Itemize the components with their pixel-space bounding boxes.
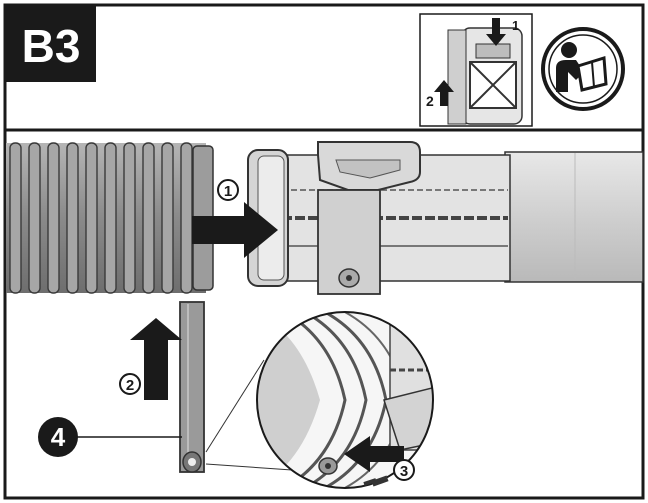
hose-rib: [85, 142, 98, 294]
callout-screw: 3: [400, 463, 408, 480]
corrugated-hose: [6, 142, 214, 294]
inset-callout-left: 2: [426, 93, 434, 109]
clip-rod: [179, 301, 205, 473]
inset-callout-top: 1: [512, 18, 519, 33]
hose-rib: [104, 142, 117, 294]
inset-up-arrow: [434, 80, 454, 106]
step-badge: B3: [6, 6, 96, 82]
screw-arrow: [344, 436, 404, 472]
hose-rib: [123, 142, 136, 294]
blower-outlet: [247, 141, 644, 295]
callout-attach: 1: [224, 183, 232, 200]
hose-rib: [180, 142, 193, 294]
hose-rib: [142, 142, 155, 294]
zoom-leader-upper: [205, 359, 265, 453]
zoom-leader-lower: [205, 463, 293, 471]
inset-diagram: 1 2: [419, 13, 533, 127]
hose-rib: [47, 142, 60, 294]
hose-rib: [28, 142, 41, 294]
read-manual-icon: [541, 27, 625, 111]
callout-lift: 2: [126, 377, 134, 394]
inset-down-arrow: [486, 18, 506, 46]
hose-rib: [9, 142, 22, 294]
part-callout: 4: [38, 417, 182, 457]
lift-arrow: 2: [119, 318, 182, 400]
hose-ribs: [9, 142, 193, 294]
hose-rib: [66, 142, 79, 294]
attach-arrow: 1: [192, 179, 278, 258]
step-label: B3: [22, 20, 81, 72]
hose-rib: [161, 142, 174, 294]
callout-part: 4: [51, 422, 66, 452]
screw-icon: [363, 475, 389, 487]
